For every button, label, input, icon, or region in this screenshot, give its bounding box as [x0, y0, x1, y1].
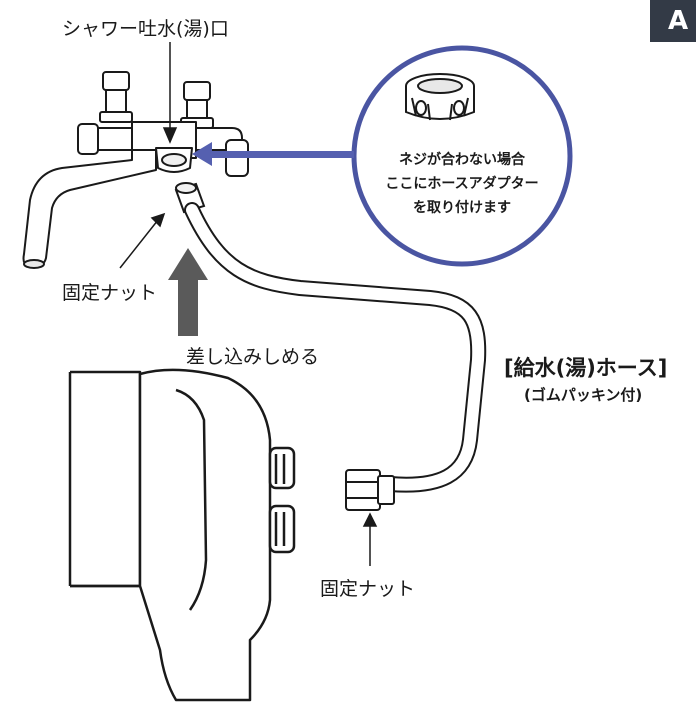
callout-line-1: ネジが合わない場合 — [399, 152, 525, 168]
callout-line-2: ここにホースアダプター — [385, 176, 539, 192]
fixing-nut-pointer-top — [119, 212, 166, 269]
left-wall-nut — [77, 123, 99, 155]
left-handle — [99, 71, 133, 123]
filter-unit — [68, 368, 296, 702]
shower-outlet-label: シャワー吐水(湯)口 — [62, 18, 229, 40]
hose-subtitle-label: (ゴムパッキン付) — [524, 386, 643, 404]
callout-text: ネジが合わない場合 ここにホースアダプター を取り付けます — [377, 148, 547, 220]
hose-adapter-icon — [405, 73, 475, 121]
callout-arrow — [192, 142, 354, 166]
outlet-pointer — [162, 42, 178, 144]
section-tab-letter: A — [668, 6, 689, 36]
fixing-nut-pointer-bottom — [362, 512, 378, 566]
hose-title-label: [給水(湯)ホース] — [504, 356, 668, 380]
fixing-nut-label-top: 固定ナット — [62, 282, 158, 304]
water-hose — [184, 202, 487, 493]
push-arrow — [168, 248, 208, 336]
fixing-nut-label-bottom: 固定ナット — [320, 578, 416, 600]
section-tab: A — [650, 0, 696, 42]
faucet — [22, 71, 249, 269]
right-handle — [180, 81, 214, 129]
callout-line-3: を取り付けます — [413, 200, 511, 216]
push-tighten-label: 差し込みしめる — [186, 346, 320, 368]
hose-bottom-nut — [345, 469, 395, 511]
